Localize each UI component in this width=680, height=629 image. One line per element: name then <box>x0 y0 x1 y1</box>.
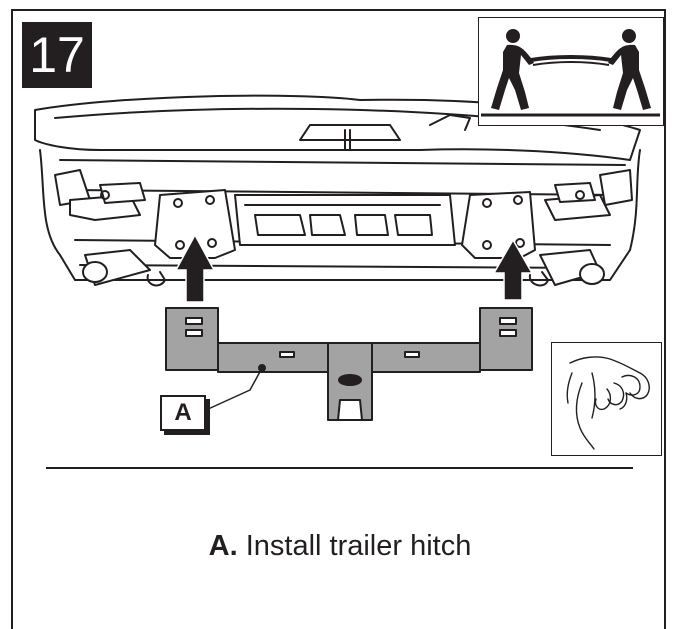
trailer-hitch-crossbar <box>165 307 533 421</box>
two-person-lift-icon <box>478 17 664 126</box>
instruction-caption: A. Install trailer hitch <box>0 530 680 563</box>
caption-text: Install trailer hitch <box>237 530 472 562</box>
divider-line <box>46 467 633 469</box>
two-person-lift-figure <box>481 29 660 117</box>
step-number-badge: 17 <box>22 22 92 88</box>
vehicle-rear-body <box>39 149 641 287</box>
caption-label: A. <box>208 530 238 562</box>
instruction-frame <box>11 9 666 629</box>
callout-a: A <box>160 395 206 431</box>
lift-arrows <box>174 233 534 303</box>
hitch-slots <box>185 317 517 358</box>
callout-leader <box>205 367 263 411</box>
hand-tighten-icon <box>551 342 662 456</box>
hand-tighten-figure <box>566 356 650 450</box>
